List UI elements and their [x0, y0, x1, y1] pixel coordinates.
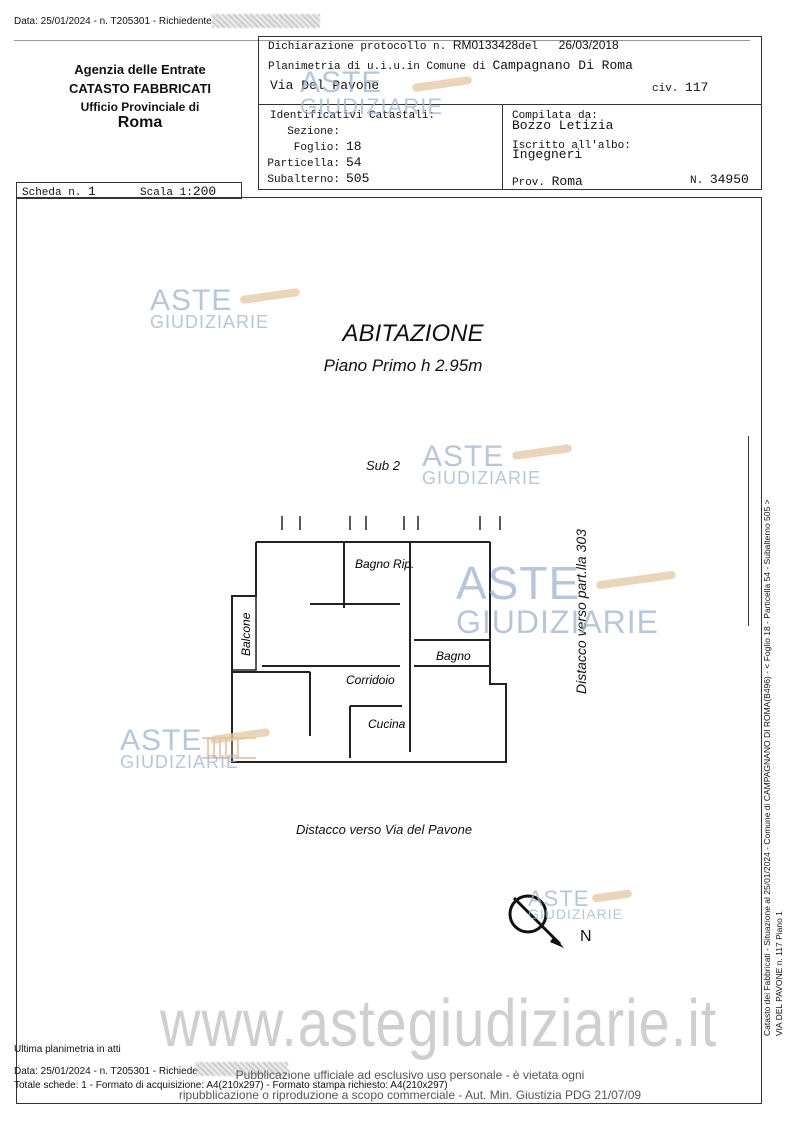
watermark-aste-word: ASTE — [120, 724, 203, 757]
site-watermark: www.astegiudiziarie.it — [160, 984, 718, 1061]
scheda-value: 1 — [88, 184, 96, 199]
compilata-label: Compilata da: — [512, 110, 598, 122]
subalterno-label: Subalterno: — [267, 174, 340, 186]
sub2-label: Sub 2 — [366, 458, 400, 473]
side-text-line1: Catasto dei Fabbricati - Situazione al 2… — [762, 499, 772, 1036]
protocol-line: Dichiarazione protocollo n. RM0133428del… — [268, 38, 619, 53]
plan-subtitle: Piano Primo h 2.95m — [323, 356, 483, 375]
watermark-giudiziarie-word: GIUDIZIARIE — [150, 312, 270, 332]
scala-value: 200 — [192, 184, 217, 199]
watermark-aste-word: ASTE — [422, 440, 505, 473]
via-value: Via Del Pavone — [270, 78, 380, 93]
redacted-requester — [212, 14, 320, 28]
protocol-prefix: Dichiarazione protocollo n. — [268, 41, 447, 53]
watermark-aste-2: ASTE GIUDIZIARIE — [150, 284, 301, 333]
particella-value: 54 — [346, 155, 362, 170]
side-text-line2: VIA DEL PAVONE n. 117 Piano 1 — [774, 911, 784, 1036]
scala-label: Scala 1: — [140, 187, 193, 199]
watermark-aste-3: ASTE GIUDIZIARIE — [422, 440, 573, 489]
n-label: N. — [690, 175, 704, 187]
plan-title: ABITAZIONE — [342, 320, 484, 347]
north-label: N — [580, 928, 592, 945]
drawing-frame — [16, 197, 762, 1104]
scheda-line: Scheda n. 1 — [22, 184, 96, 199]
watermark-aste-4: ASTE GIUDIZIARIE — [456, 556, 677, 641]
footer-ultima: Ultima planimetria in atti — [14, 1044, 121, 1055]
watermark-giudiziarie-word: GIUDIZIARIE — [120, 752, 240, 772]
header-divider — [258, 104, 761, 105]
protocol-number: RM0133428 — [452, 38, 519, 52]
watermark-aste-5: ASTE GIUDIZIARIE — [120, 724, 271, 773]
floor-plan: Bagno Rip. Balcone Bagno Corridoio Cucin… — [202, 516, 507, 763]
foglio-value: 18 — [346, 139, 362, 154]
protocol-date: 26/03/2018 — [558, 38, 619, 52]
watermark-giudiziarie-word: GIUDIZIARIE — [300, 94, 444, 119]
distacco-bottom: Distacco verso Via del Pavone — [296, 822, 473, 837]
n-value: 34950 — [709, 172, 749, 187]
planimetria-line: Planimetria di u.i.u.in Comune di Campag… — [268, 58, 633, 73]
iscritto-label: Iscritto all'albo: — [512, 140, 631, 152]
civ-line: civ. 117 — [652, 80, 708, 95]
watermark-aste-word: ASTE — [528, 886, 590, 911]
watermark-aste-word: ASTE — [456, 557, 581, 609]
agency-line4: Roma — [117, 114, 163, 131]
agency-line1: Agenzia delle Entrate — [74, 62, 206, 77]
protocol-del: del — [518, 41, 539, 53]
sheet-top-rule — [14, 40, 750, 41]
side-scale-bar — [748, 436, 749, 626]
subalterno-value: 505 — [346, 171, 370, 186]
prov-label: Prov. — [512, 177, 546, 189]
footer-date-line: Data: 25/01/2024 - n. T205301 - Richiede — [14, 1066, 198, 1077]
cadastral-title: Identificativi Catastali: — [270, 110, 436, 122]
scala-line: Scala 1:200 — [140, 184, 216, 199]
watermark-giudiziarie-word: GIUDIZIARIE — [422, 468, 542, 488]
watermark-giudiziarie-word: GIUDIZIARIE — [456, 604, 660, 640]
planimetria-label: Planimetria di u.i.u.in Comune di — [268, 61, 486, 73]
redacted-requester-footer — [196, 1062, 288, 1076]
foglio-label: Foglio: — [293, 142, 340, 154]
civ-label: civ. — [652, 83, 679, 95]
comune-value: Campagnano Di Roma — [492, 58, 633, 73]
watermark-aste-word: ASTE — [150, 284, 233, 317]
scheda-box — [16, 182, 242, 199]
room-corridoio: Corridoio — [346, 673, 395, 687]
room-cucina: Cucina — [368, 717, 406, 731]
header-vdivider — [502, 104, 503, 189]
room-bagno-rip: Bagno Rip. — [355, 557, 414, 571]
watermark-aste-6: ASTE GIUDIZIARIE — [528, 886, 633, 922]
footer-totale: Totale schede: 1 - Formato di acquisizio… — [14, 1080, 448, 1091]
top-date-line: Data: 25/01/2024 - n. T205301 - Richiede… — [14, 16, 215, 27]
watermark-aste-1: ASTE GIUDIZIARIE — [300, 66, 473, 120]
room-bagno: Bagno — [436, 649, 471, 663]
watermark-aste-word: ASTE — [300, 66, 383, 99]
scheda-label: Scheda n. — [22, 187, 82, 199]
agency-block: Agenzia delle Entrate CATASTO FABBRICATI… — [20, 62, 260, 132]
agency-line3: Ufficio Provinciale di — [80, 100, 200, 114]
room-balcone: Balcone — [239, 612, 253, 656]
particella-label: Particella: — [267, 158, 340, 170]
sezione-label: Sezione: — [287, 126, 340, 138]
watermark-giudiziarie-word: GIUDIZIARIE — [528, 906, 624, 922]
agency-line2: CATASTO FABBRICATI — [68, 81, 212, 96]
iscritto-value: Ingegneri — [512, 147, 583, 162]
footer-notice1: Pubblicazione ufficiale ad esclusivo uso… — [235, 1068, 585, 1082]
prov-value: Roma — [551, 174, 583, 189]
prov-line: Prov. Roma — [512, 174, 583, 189]
north-arrow-icon — [508, 894, 564, 948]
n-line: N. 34950 — [690, 172, 749, 187]
header-box — [258, 36, 762, 190]
compilata-value: Bozzo Letizia — [512, 118, 614, 133]
civ-value: 117 — [685, 80, 709, 95]
footer-notice2: ripubblicazione o riproduzione a scopo c… — [178, 1088, 642, 1102]
